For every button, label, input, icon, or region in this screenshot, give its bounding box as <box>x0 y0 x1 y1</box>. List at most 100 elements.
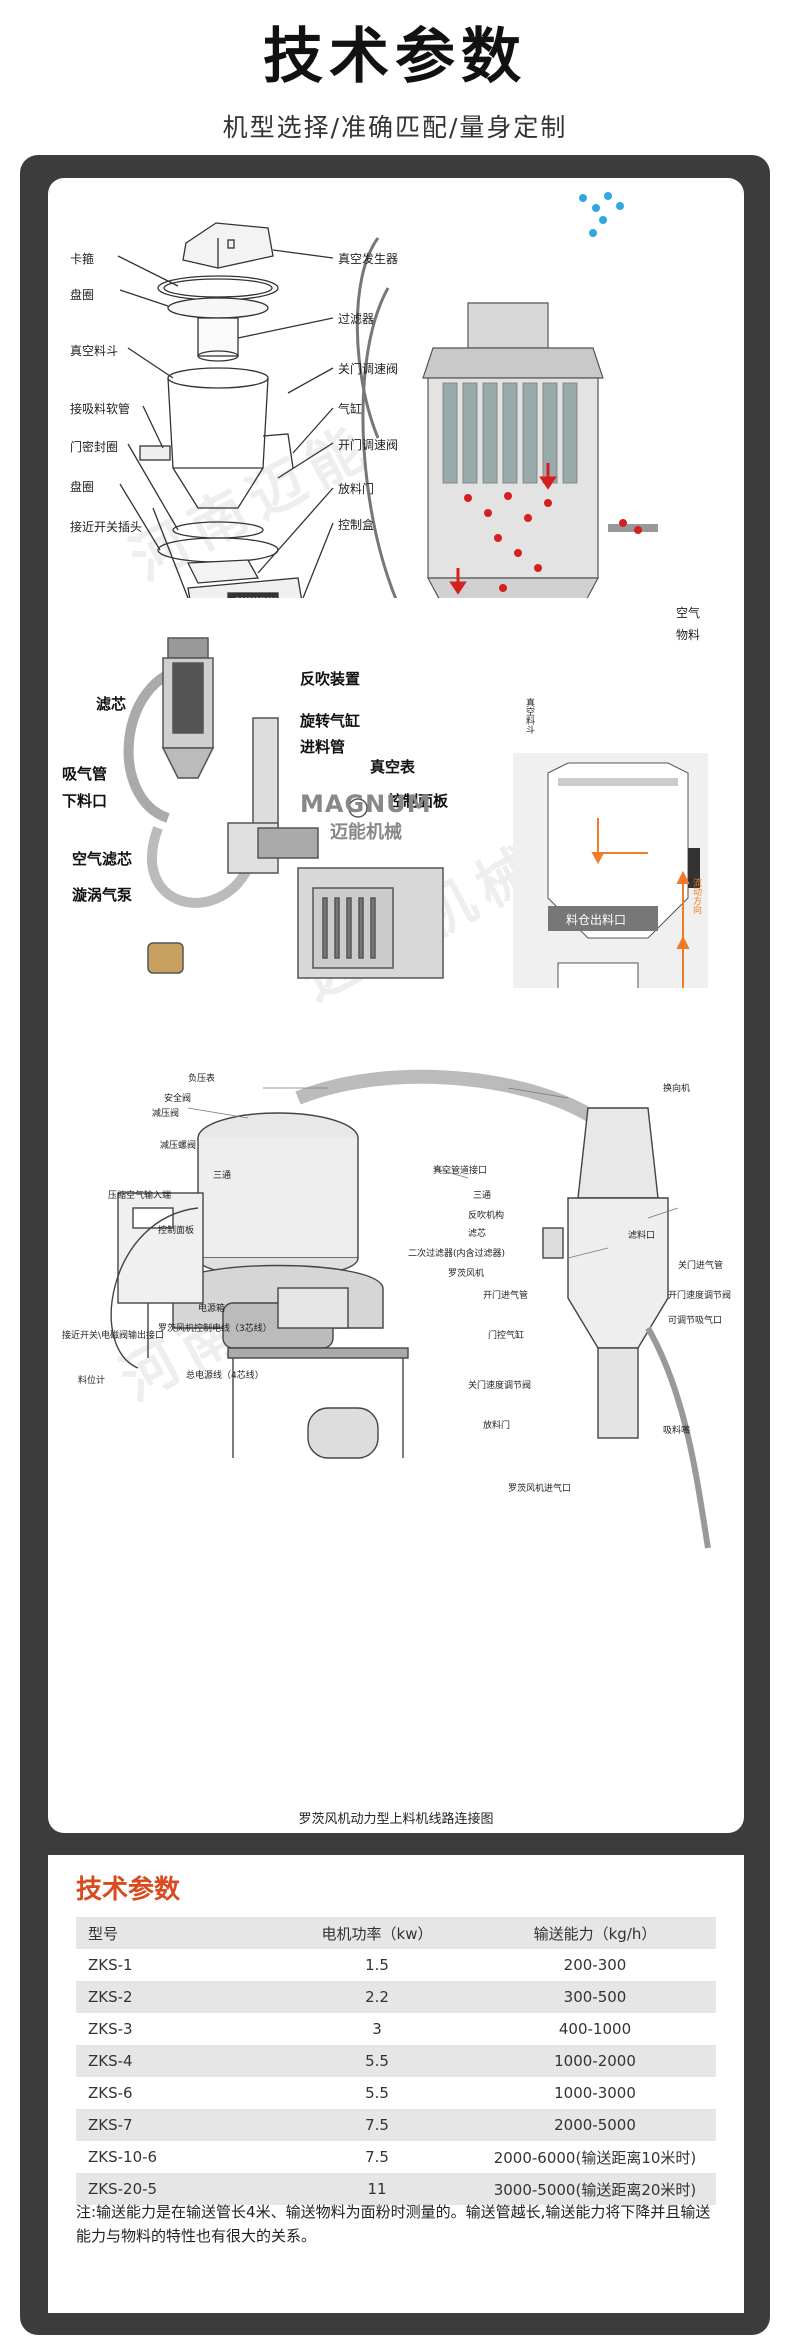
wiring-label: 压缩空气输入端 <box>108 1191 172 1201</box>
machine-components-diagram <box>123 637 708 988</box>
model-cell: ZKS-1 <box>88 1956 133 1974</box>
wiring-label: 真空管道接口 <box>433 1166 488 1176</box>
component-label: 漩涡气泵 <box>72 886 133 904</box>
capacity-cell: 2000-6000(输送距离10米时) <box>493 2148 697 2167</box>
wiring-label: 料位计 <box>78 1376 106 1386</box>
model-cell: ZKS-7 <box>76 2109 280 2141</box>
wiring-label: 反吹机构 <box>468 1211 505 1221</box>
diagram-label: 盘圈 <box>70 480 95 494</box>
component-label: 吸气管 <box>62 765 108 783</box>
model-cell: ZKS-6 <box>88 2084 133 2102</box>
model-cell: ZKS-3 <box>88 2020 133 2038</box>
wiring-label: 罗茨风机 <box>448 1269 485 1279</box>
wiring-label: 负压表 <box>188 1074 216 1084</box>
legend-air-label: 空气 <box>676 606 701 620</box>
page-title: 技术参数 <box>263 22 527 92</box>
diagram-label: 关门调速阀 <box>338 362 399 376</box>
diagram-label: 盘圈 <box>70 288 95 302</box>
capacity-cell: 200-300 <box>563 1956 627 1974</box>
diagram-label: 真空料斗 <box>70 344 119 358</box>
column-header: 电机功率（kw） <box>280 1917 474 1949</box>
table-row: ZKS-1 1.5 200-300 <box>76 1949 716 1981</box>
wiring-label: 吸料嘴 <box>663 1426 691 1436</box>
table-row: ZKS-3 3 400-1000 <box>76 2013 716 2045</box>
power-cell: 7.5 <box>365 2148 389 2166</box>
wiring-label: 安全阀 <box>164 1094 192 1104</box>
component-label: 真空表 <box>370 758 416 776</box>
power-cell: 5.5 <box>365 2084 389 2102</box>
wiring-label: 接近开关\电磁阀输出接口 <box>62 1331 165 1341</box>
power-cell: 1.5 <box>365 1956 389 1974</box>
control-box-brand: SUNKUN <box>234 597 277 607</box>
brand-logo-cn: 迈能机械 <box>330 822 402 843</box>
capacity-cell: 400-1000 <box>558 2020 632 2038</box>
diagram-label: 过滤器 <box>338 312 375 326</box>
wiring-label: 电源箱 <box>198 1304 226 1314</box>
capacity-cell: 300-500 <box>474 1981 716 2013</box>
power-cell: 7.5 <box>280 2109 474 2141</box>
legend-material-label: 物料 <box>676 628 701 642</box>
column-header: 型号 <box>76 1917 280 1949</box>
wiring-caption: 罗茨风机动力型上料机线路连接图 <box>298 1812 494 1827</box>
power-cell: 2.2 <box>280 1981 474 2013</box>
wiring-label: 罗茨风机控制电线（3芯线） <box>158 1324 272 1334</box>
model-cell: ZKS-2 <box>76 1981 280 2013</box>
diagram-label: 放料门 <box>338 482 375 496</box>
wiring-label: 三通 <box>213 1171 232 1181</box>
wiring-label: 门控气缸 <box>488 1331 525 1341</box>
wiring-label: 减压螺阀 <box>160 1141 197 1151</box>
flow-label: 真空气泵 <box>576 1013 613 1023</box>
page-subtitle: 机型选择/准确匹配/量身定制 <box>222 113 568 142</box>
diagram-label: 真空发生器 <box>338 252 399 266</box>
wiring-label: 滤芯 <box>468 1229 487 1239</box>
wiring-label: 二次过滤器(内含过滤器) <box>408 1249 506 1259</box>
wiring-label: 罗茨风机进气口 <box>508 1484 572 1494</box>
model-cell: ZKS-4 <box>76 2045 280 2077</box>
wiring-label: 放料门 <box>483 1421 511 1431</box>
wiring-label: 减压阀 <box>152 1109 180 1119</box>
component-label: 旋转气缸 <box>300 712 361 730</box>
power-cell: 11 <box>280 2173 474 2205</box>
capacity-cell: 1000-2000 <box>474 2045 716 2077</box>
diagram-label: 接近开关插头 <box>70 520 143 534</box>
diagram-label: 开门调速阀 <box>338 438 399 452</box>
diagram-card: 河南迈能 迈能机械 河南迈能 <box>48 178 744 1833</box>
diagram-label: 气缸 <box>338 402 363 416</box>
capacity-cell: 3000-5000(输送距离20米时) <box>474 2173 716 2205</box>
diagram-label: 门密封圈 <box>70 440 119 454</box>
flow-label: 料仓出料口 <box>566 913 627 927</box>
diagram-label: 控制盒 <box>338 518 375 532</box>
wiring-label: 可调节吸气口 <box>668 1316 723 1326</box>
spec-table: 型号 电机功率（kw） 输送能力（kg/h） ZKS-1 1.5 200-300 Z… <box>76 1917 716 2205</box>
wiring-label: 关门进气管 <box>678 1261 724 1271</box>
exploded-view-diagram <box>117 192 658 598</box>
spec-table-title: 技术参数 <box>76 1875 181 1905</box>
table-row: ZKS-10-6 7.5 2000-6000(输送距离10米时) <box>76 2141 716 2173</box>
component-label: 控制面板 <box>388 792 449 810</box>
power-cell: 3 <box>372 2020 382 2038</box>
model-cell: ZKS-20-5 <box>76 2173 280 2205</box>
flow-label: 流动方向 <box>691 878 701 914</box>
component-label: 进料管 <box>300 738 346 756</box>
diagram-label: 接吸料软管 <box>70 402 131 416</box>
flow-label: 准备输送的原料 <box>568 1031 632 1041</box>
wiring-label: 关门速度调节阀 <box>468 1381 532 1391</box>
wiring-label: 控制面板 <box>158 1226 195 1236</box>
diagram-label: 卡箍 <box>70 252 95 266</box>
roots-blower-wiring-diagram <box>110 1069 711 1549</box>
model-cell: ZKS-10-6 <box>88 2148 158 2166</box>
brand-logo-en: MAGNUM <box>300 790 432 818</box>
table-header-row: 型号 电机功率（kw） 输送能力（kg/h） <box>76 1917 716 1949</box>
wiring-label: 换向机 <box>663 1084 691 1094</box>
table-note: 注:输送能力是在输送管长4米、输送物料为面粉时测量的。输送管越长,输送能力将下降… <box>76 2203 711 2245</box>
component-label: 反吹装置 <box>300 670 361 688</box>
column-header: 输送能力（kg/h） <box>474 1917 716 1949</box>
wiring-label: 三通 <box>473 1191 492 1201</box>
wiring-label: 开门速度调节阀 <box>668 1291 732 1301</box>
wiring-label: 总电源线（4芯线） <box>186 1371 264 1381</box>
